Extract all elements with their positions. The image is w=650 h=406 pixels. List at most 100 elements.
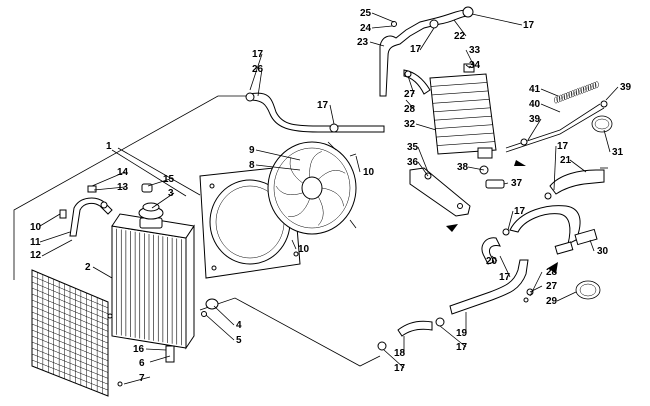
spring-coil [580, 86, 585, 94]
mesh-line [31, 329, 109, 361]
callout-17-right-upper: 17 [557, 141, 569, 152]
leader-line [417, 161, 429, 177]
callout-31: 31 [612, 147, 624, 158]
leader-line [255, 164, 301, 171]
leader-line [329, 104, 335, 125]
spring-coil [570, 90, 575, 98]
leader-line [529, 285, 543, 293]
cooler-fin [432, 99, 490, 104]
leader-line [415, 123, 437, 131]
callout-3: 3 [168, 188, 174, 199]
spring-coil [554, 96, 558, 104]
leader-line [39, 231, 71, 243]
spring-coil [594, 81, 599, 89]
callout-39-mid: 39 [529, 114, 541, 125]
callout-1: 1 [106, 141, 112, 152]
mesh-line [31, 347, 109, 379]
leader-line [407, 75, 415, 95]
leader-line [145, 348, 167, 351]
leader-line [249, 53, 263, 91]
leader-line [553, 145, 557, 191]
leader-line [255, 149, 301, 161]
leader-line [39, 213, 61, 227]
fan-blade [275, 185, 304, 195]
callout-39-top: 39 [620, 82, 632, 93]
cooler-fin [433, 107, 491, 113]
callout-5: 5 [236, 335, 242, 346]
callout-17-top-left: 17 [252, 49, 264, 60]
leader-line [507, 210, 514, 231]
spring-coil [566, 92, 570, 99]
callout-23: 23 [357, 37, 369, 48]
mesh-line [31, 281, 109, 314]
cooler-fin [434, 115, 492, 121]
mesh-line [31, 335, 109, 367]
leader-line [111, 149, 187, 197]
callout-41: 41 [529, 84, 541, 95]
callout-37: 37 [511, 178, 523, 189]
spring-coil [578, 87, 582, 95]
callout-9: 9 [249, 145, 255, 156]
fan-blade [289, 157, 304, 184]
spring-coil [590, 83, 594, 90]
leader-line [465, 64, 471, 69]
spring-coil [563, 92, 568, 100]
radiator-icon [111, 202, 195, 363]
mesh-line [31, 275, 109, 309]
leader-lines [39, 12, 619, 385]
callout-4: 4 [236, 320, 242, 331]
callout-28-upper: 28 [404, 104, 416, 115]
leader-line [213, 305, 235, 326]
mesh-line [31, 353, 109, 385]
callout-35: 35 [407, 142, 419, 153]
callout-17-right-mid: 17 [514, 206, 526, 217]
callout-32: 32 [404, 119, 416, 130]
leader-line [355, 155, 361, 173]
callout-22: 22 [454, 31, 466, 42]
leader-line [471, 13, 523, 26]
callout-27-lower: 27 [546, 281, 558, 292]
mesh-line [31, 299, 109, 332]
mount-bracket [409, 165, 505, 232]
oil-cooler-icon [379, 6, 497, 159]
leader-line [569, 159, 587, 173]
fittings [59, 183, 219, 387]
callout-7: 7 [139, 373, 145, 384]
callout-24: 24 [360, 23, 372, 34]
callout-19: 19 [456, 328, 468, 339]
leader-line [151, 192, 175, 209]
fan-blade [318, 196, 324, 226]
callout-25: 25 [360, 8, 372, 19]
leader-line [92, 266, 113, 279]
fan-blade [309, 151, 322, 178]
callout-36: 36 [407, 157, 419, 168]
fan-blade [288, 198, 311, 217]
leader-line [499, 255, 511, 278]
leader-line [439, 325, 467, 348]
leader-line [467, 166, 485, 171]
callout-15: 15 [163, 174, 175, 185]
callout-17-bottom-left: 17 [394, 363, 406, 374]
cooler-fin [435, 124, 493, 129]
mesh-line [31, 305, 109, 338]
callout-20: 20 [486, 256, 498, 267]
callout-12: 12 [30, 250, 42, 261]
overflow-hose [69, 197, 113, 237]
cooler-line [505, 81, 608, 166]
leader-line [257, 68, 263, 97]
callout-14: 14 [117, 167, 129, 178]
fan-icon [267, 141, 357, 235]
callout-2: 2 [85, 262, 91, 273]
callout-10-shroud: 10 [298, 244, 310, 255]
callout-10-left: 10 [30, 222, 42, 233]
callout-26: 26 [252, 64, 264, 75]
mesh-line [31, 287, 109, 320]
leader-line [529, 271, 543, 297]
leader-line [123, 376, 151, 385]
callout-16: 16 [133, 344, 145, 355]
callout-10-right: 10 [363, 167, 375, 178]
leader-line [453, 19, 467, 37]
leader-line [405, 99, 415, 110]
